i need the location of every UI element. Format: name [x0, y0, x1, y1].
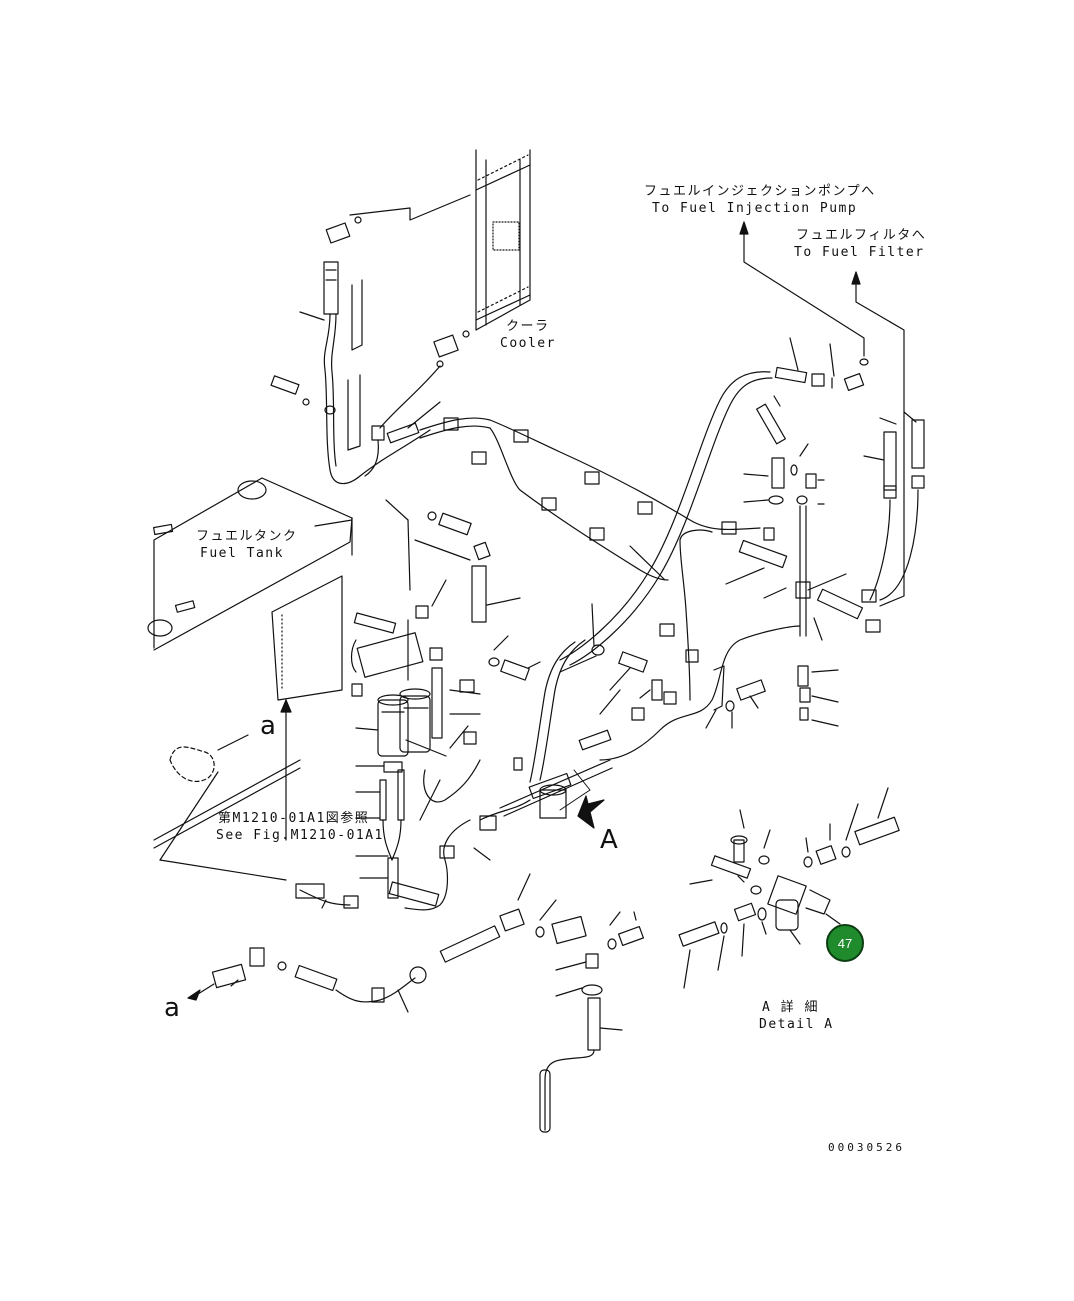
lower-left-line — [187, 873, 557, 1013]
fuel-filter-assembly — [350, 511, 530, 907]
drawing-number: 00030526 — [828, 1141, 905, 1154]
clamps-top — [443, 417, 775, 541]
fuel-filter-label-jp: フュエルフィルタへ — [796, 228, 927, 243]
upper-right-fittings — [559, 221, 925, 729]
detail-a-label-jp: A 詳 細 — [762, 1000, 819, 1015]
cooler-label-en: Cooler — [500, 336, 556, 351]
fuel-tank-label-jp: フュエルタンク — [196, 529, 298, 544]
fuel-tank — [147, 477, 353, 849]
cooler-panel — [347, 149, 531, 451]
water-separator — [499, 729, 613, 819]
injection-pump-label-en: To Fuel Injection Pump — [652, 201, 858, 216]
marker-a-lower: a — [164, 993, 180, 1023]
cooler-fittings — [270, 216, 470, 444]
detail-a-label-en: Detail A — [759, 1017, 834, 1032]
cooler-label-jp: クーラ — [506, 319, 550, 334]
pickup-tube — [539, 911, 644, 1133]
view-a-label: A — [600, 825, 618, 855]
fuel-tank-label-en: Fuel Tank — [200, 546, 284, 561]
marker-a-upper: a — [260, 711, 276, 741]
see-fig-label-jp: 第M1210-01A1図参照 — [218, 811, 370, 826]
see-fig-label-en: See Fig.M1210-01A1 — [216, 828, 384, 843]
detail-a — [678, 787, 900, 989]
view-arrow — [577, 795, 605, 829]
injection-pump-label-jp: フュエルインジェクションポンプへ — [644, 184, 876, 199]
fuel-filter-label-en: To Fuel Filter — [794, 245, 925, 260]
callout-47-badge[interactable]: 47 — [826, 924, 864, 962]
